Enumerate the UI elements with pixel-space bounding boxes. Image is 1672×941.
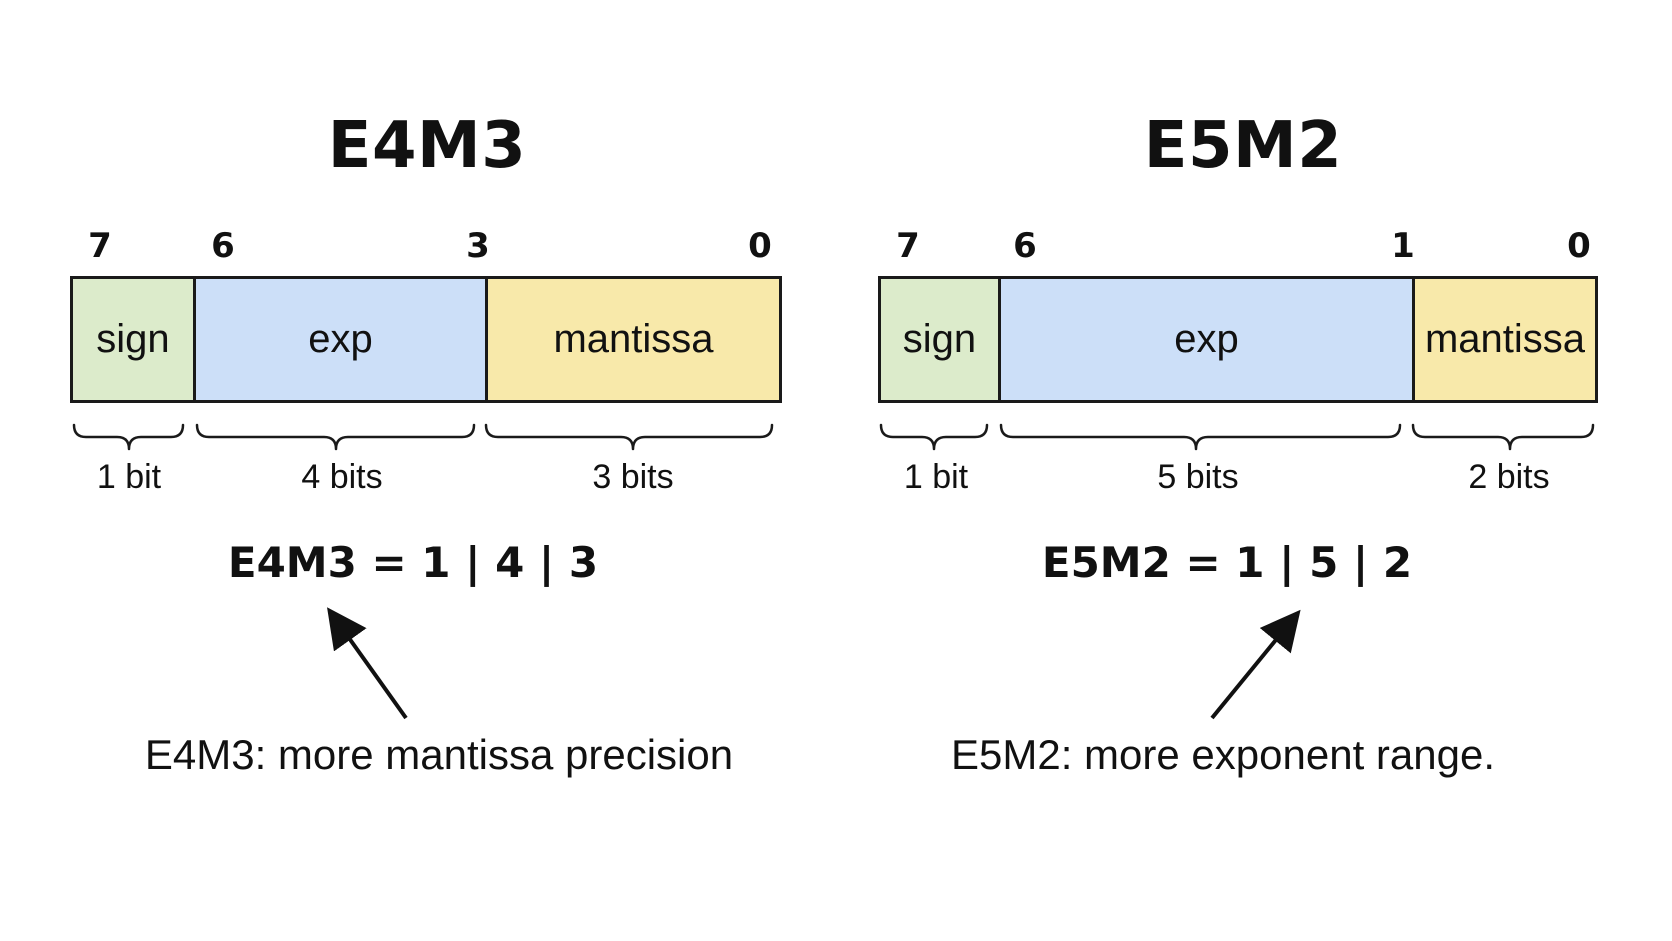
format-title: E5M2 — [1143, 109, 1343, 183]
bit-index: 0 — [1567, 226, 1591, 266]
sign-field: sign — [881, 279, 998, 400]
annotation-arrow — [327, 607, 408, 720]
mantissa-width-label: 2 bits — [1468, 458, 1550, 496]
sign-brace — [879, 423, 989, 451]
bit-index: 6 — [211, 226, 235, 266]
exponent-width-label: 5 bits — [1157, 458, 1239, 496]
sign-width-label: 1 bit — [903, 458, 969, 496]
bit-index: 0 — [748, 226, 772, 266]
bit-index: 7 — [896, 226, 920, 266]
mantissa-brace — [1411, 423, 1595, 451]
bit-index: 6 — [1013, 226, 1037, 266]
bit-split-formula: E4M3 = 1 | 4 | 3 — [227, 538, 599, 587]
exponent-field: exp — [998, 279, 1412, 400]
format-note: E4M3: more mantissa precision — [144, 731, 734, 778]
format-title: E4M3 — [327, 109, 527, 183]
bit-index: 3 — [466, 226, 490, 266]
sign-width-label: 1 bit — [96, 458, 162, 496]
exponent-field: exp — [193, 279, 485, 400]
exponent-brace — [999, 423, 1402, 451]
mantissa-field: mantissa — [1412, 279, 1595, 400]
bit-field-register: sign exp mantissa — [878, 276, 1598, 403]
bit-field-register: sign exp mantissa — [70, 276, 782, 403]
sign-field: sign — [73, 279, 193, 400]
exponent-brace — [195, 423, 476, 451]
bit-index: 7 — [88, 226, 112, 266]
bit-split-formula: E5M2 = 1 | 5 | 2 — [1041, 538, 1413, 587]
mantissa-brace — [484, 423, 774, 451]
annotation-arrow — [1210, 609, 1301, 720]
format-note: E5M2: more exponent range. — [951, 731, 1495, 778]
mantissa-field: mantissa — [485, 279, 779, 400]
bit-index: 1 — [1391, 226, 1415, 266]
sign-brace — [72, 423, 185, 451]
exponent-width-label: 4 bits — [301, 458, 383, 496]
mantissa-width-label: 3 bits — [592, 458, 674, 496]
